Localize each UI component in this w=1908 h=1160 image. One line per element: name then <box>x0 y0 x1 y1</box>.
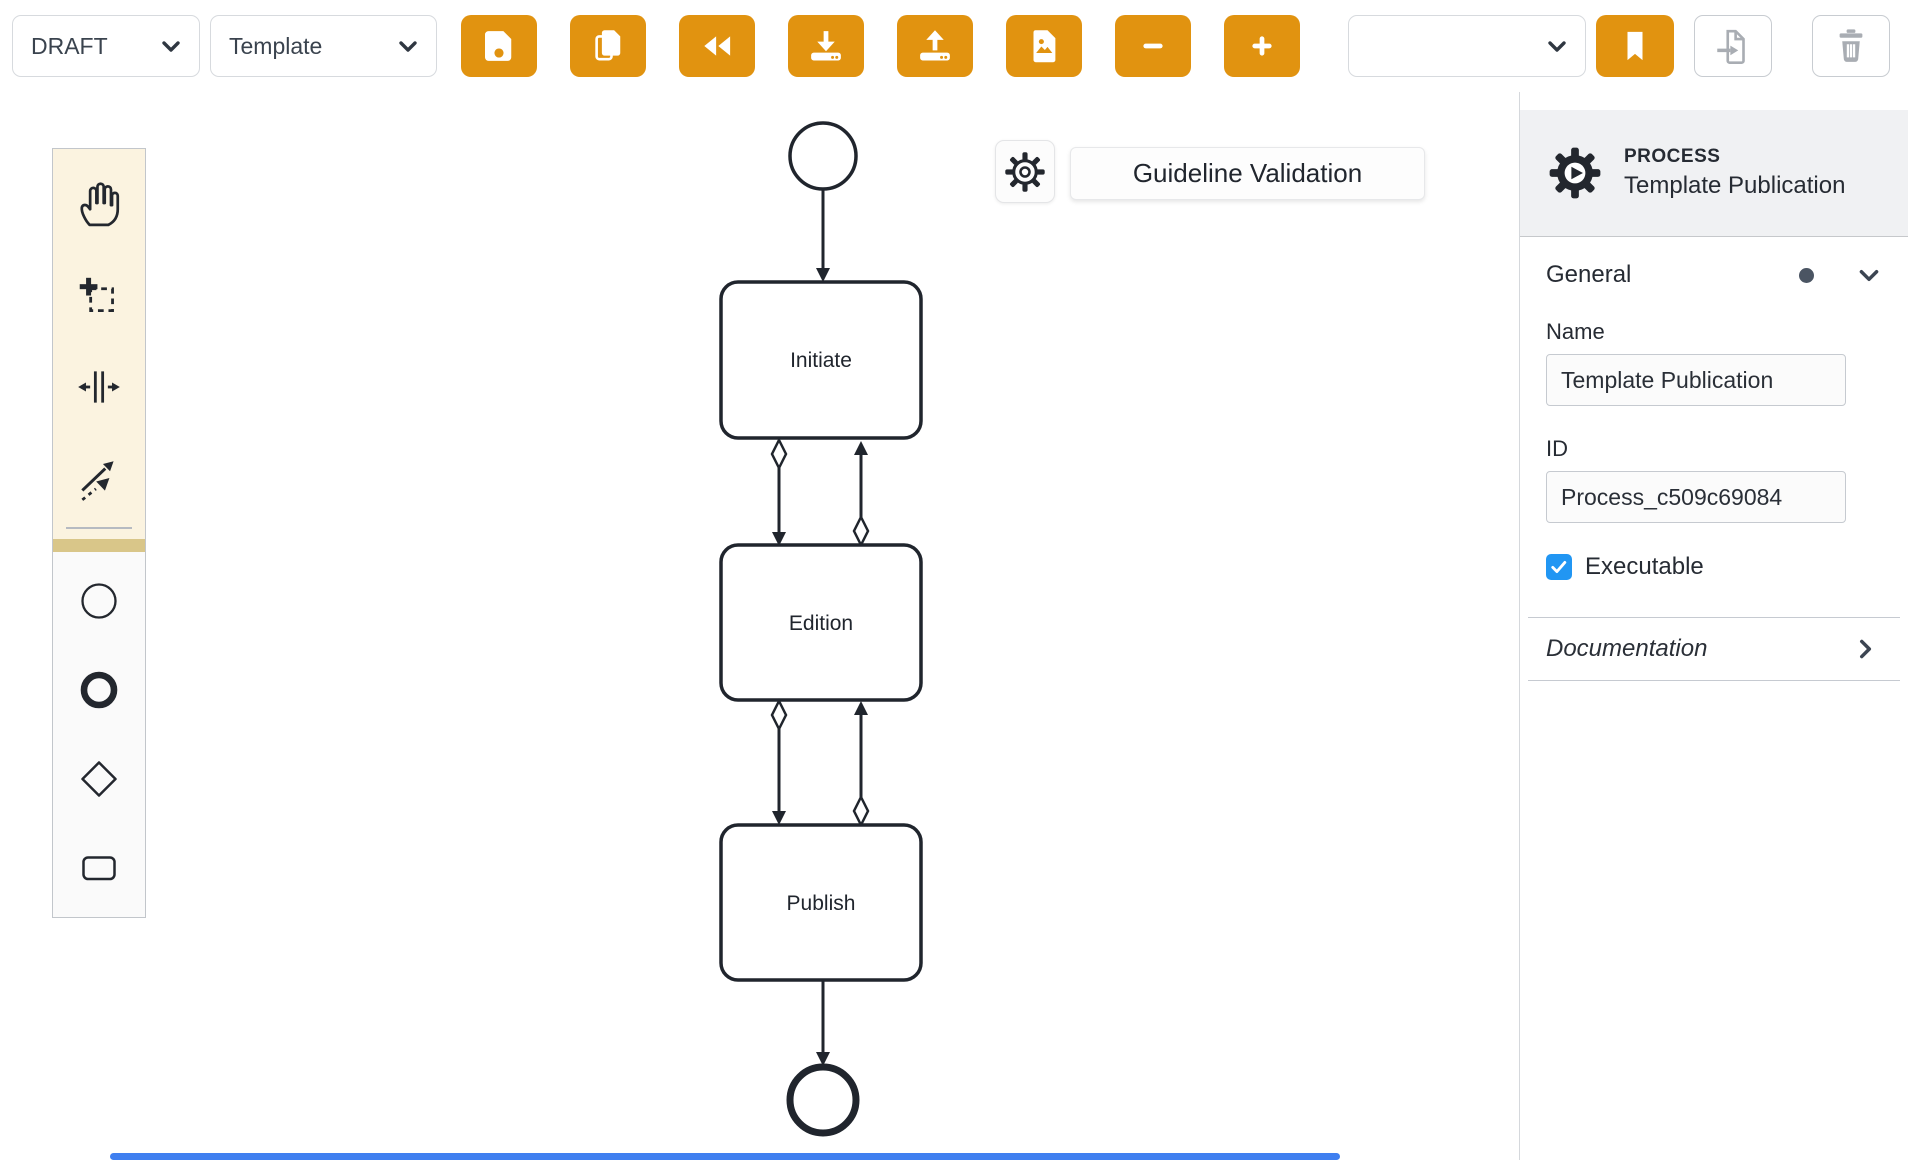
id-input[interactable] <box>1546 471 1846 523</box>
zoom-in-button[interactable] <box>1224 15 1300 77</box>
task-edition[interactable]: Edition <box>719 543 923 702</box>
executable-row: Executable <box>1546 553 1882 581</box>
end-event-shape[interactable] <box>786 1063 860 1137</box>
guideline-validation-button[interactable]: Guideline Validation <box>1070 147 1425 200</box>
palette-space-tool[interactable] <box>53 341 145 433</box>
task-initiate[interactable]: Initiate <box>719 280 923 440</box>
conditional-flow-up[interactable] <box>852 441 870 548</box>
executable-label: Executable <box>1585 553 1704 580</box>
name-input[interactable] <box>1546 354 1846 406</box>
palette-end-event[interactable] <box>53 645 145 734</box>
chevron-down-icon <box>1548 41 1566 52</box>
rewind-icon <box>704 36 731 56</box>
save-button[interactable] <box>461 15 537 77</box>
bpmn-palette <box>52 148 146 918</box>
properties-panel-body: General Name ID Executable Documentatio <box>1520 261 1908 681</box>
gateway-icon <box>81 760 117 797</box>
status-dropdown-value: DRAFT <box>31 32 108 59</box>
sequence-flow[interactable] <box>816 189 830 282</box>
copy-icon <box>595 30 621 61</box>
start-event-shape[interactable] <box>788 121 858 191</box>
global-connect-tool-icon <box>81 461 114 501</box>
trash-icon <box>1839 29 1863 62</box>
chevron-down-icon <box>399 41 417 52</box>
minus-icon <box>1143 43 1163 49</box>
zoom-out-button[interactable] <box>1115 15 1191 77</box>
palette-elements-group <box>53 552 145 917</box>
type-dropdown[interactable]: Template <box>210 15 437 77</box>
palette-separator <box>66 527 132 529</box>
general-group-header[interactable]: General <box>1546 261 1882 289</box>
properties-panel: PROCESS Template Publication General Nam… <box>1519 92 1908 1160</box>
section-divider <box>1528 680 1900 681</box>
gear-icon <box>1005 151 1045 192</box>
sequence-flow[interactable] <box>816 980 830 1066</box>
palette-tools-group <box>53 149 145 539</box>
general-group-title: General <box>1546 261 1632 288</box>
checkmark-icon <box>1551 561 1567 573</box>
bookmark-icon <box>1627 31 1643 61</box>
section-divider <box>1528 617 1900 618</box>
image-file-icon <box>1033 30 1056 63</box>
download-icon <box>811 31 841 61</box>
documentation-group-header[interactable]: Documentation <box>1546 618 1882 680</box>
task-edition-label: Edition <box>789 612 853 635</box>
floppy-disk-icon <box>485 31 512 61</box>
upload-icon <box>920 30 950 61</box>
export-image-button[interactable] <box>1006 15 1082 77</box>
task-icon <box>82 855 116 880</box>
download-button[interactable] <box>788 15 864 77</box>
document-export-icon <box>1717 29 1745 64</box>
task-publish[interactable]: Publish <box>719 823 923 982</box>
chevron-down-icon <box>162 41 180 52</box>
task-publish-label: Publish <box>787 892 856 915</box>
type-dropdown-value: Template <box>229 32 323 59</box>
toolbar: DRAFT Template <box>0 0 1908 92</box>
element-name-label: Template Publication <box>1624 172 1846 199</box>
chevron-right-icon <box>1860 639 1872 659</box>
palette-global-connect-tool[interactable] <box>53 433 145 525</box>
start-event-icon <box>81 582 117 619</box>
element-heading: PROCESS Template Publication <box>1624 146 1845 200</box>
bpmn-diagram: Initiate Edition <box>719 121 923 1137</box>
chevron-down-icon <box>1859 270 1879 282</box>
undo-all-button[interactable] <box>679 15 755 77</box>
delete-button[interactable] <box>1812 15 1890 77</box>
horizontal-scrollbar[interactable] <box>110 1153 1340 1160</box>
bookmark-button[interactable] <box>1596 15 1674 77</box>
documentation-title: Documentation <box>1546 635 1708 662</box>
group-modified-dot-icon <box>1799 267 1814 283</box>
canvas-workspace: Initiate Edition <box>0 92 1908 1160</box>
copy-button[interactable] <box>570 15 646 77</box>
task-initiate-label: Initiate <box>790 349 852 372</box>
end-event-icon <box>80 671 118 708</box>
palette-start-event[interactable] <box>53 556 145 645</box>
conditional-flow-up[interactable] <box>852 701 870 828</box>
status-dropdown[interactable]: DRAFT <box>12 15 200 77</box>
upload-button[interactable] <box>897 15 973 77</box>
palette-gateway[interactable] <box>53 734 145 823</box>
palette-task[interactable] <box>53 823 145 912</box>
name-field-label: Name <box>1546 319 1605 344</box>
properties-panel-header: PROCESS Template Publication <box>1520 110 1908 237</box>
executable-checkbox[interactable] <box>1546 554 1572 580</box>
version-dropdown[interactable] <box>1348 15 1586 77</box>
id-field-label: ID <box>1546 436 1568 461</box>
process-gear-icon <box>1549 147 1601 199</box>
lasso-tool-icon <box>79 277 114 313</box>
hand-tool-icon <box>80 182 120 227</box>
palette-group-edge <box>53 539 145 552</box>
settings-button[interactable] <box>995 140 1055 203</box>
export-document-button[interactable] <box>1694 15 1772 77</box>
element-type-label: PROCESS <box>1624 146 1721 167</box>
palette-lasso-tool[interactable] <box>53 249 145 341</box>
plus-icon <box>1252 36 1272 56</box>
conditional-flow-down[interactable] <box>770 698 788 825</box>
palette-hand-tool[interactable] <box>53 157 145 249</box>
conditional-flow-down[interactable] <box>770 437 788 546</box>
space-tool-icon <box>78 371 120 403</box>
